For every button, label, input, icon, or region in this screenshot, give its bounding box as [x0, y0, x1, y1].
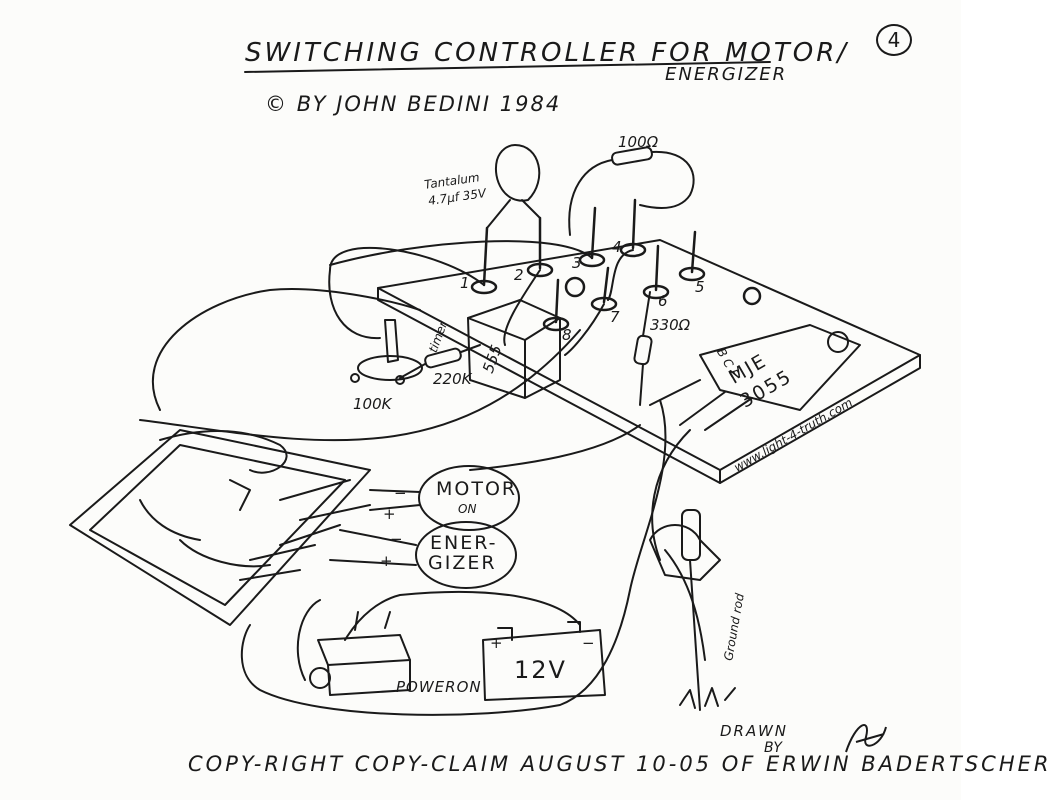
page-number: 4: [876, 24, 912, 56]
page-title-line2: ENERGIZER: [665, 64, 788, 85]
pin-label-4: 4: [612, 238, 622, 256]
label-330-ohm: 330Ω: [650, 316, 691, 334]
signature-mark: [845, 724, 887, 753]
resistor-330ohm: [633, 291, 653, 406]
circuit-board: [377, 239, 921, 484]
battery-label: 12V: [514, 656, 567, 684]
pin-label-1: 1: [460, 274, 470, 292]
pin-label-6: 6: [658, 292, 668, 310]
transistor-mje3055: [649, 324, 861, 431]
power-on-label: POWERON: [396, 678, 482, 696]
battery-12v: [482, 621, 606, 701]
power-switch: [309, 611, 411, 696]
battery-minus-sign: −: [582, 634, 595, 652]
label-220k: 220K: [433, 370, 472, 388]
motor-label: MOTOR: [436, 478, 518, 500]
energizer-label-2: GIZER: [428, 552, 497, 574]
timer-ic: [467, 299, 561, 399]
drawn-label: DRAWN: [720, 722, 789, 740]
drawn-by-label: BY: [764, 740, 782, 756]
ground-rod-clamp: [649, 509, 736, 711]
copyright-icon: ©: [265, 92, 288, 116]
motor-minus-sign: −: [394, 484, 407, 502]
motor-circle: [418, 465, 520, 531]
schematic-sheet: 4 SWITCHING CONTROLLER FOR MOTOR/ ENERGI…: [69, 24, 1049, 776]
page-title: SWITCHING CONTROLLER FOR MOTOR/: [245, 38, 850, 68]
motor-plus-sign: +: [383, 505, 396, 523]
pin-label-7: 7: [610, 308, 620, 326]
pin-label-2: 2: [514, 266, 524, 284]
energizer-plus-sign: +: [380, 552, 393, 570]
energizer-minus-sign: −: [390, 530, 403, 548]
label-pot-100k: 100K: [353, 395, 392, 413]
title-underline: [244, 61, 771, 73]
potentiometer-100k: [350, 319, 423, 385]
author-credit: BY JOHN BEDINI 1984: [296, 92, 562, 116]
pin-label-8: 8: [562, 326, 572, 344]
battery-plus-sign: +: [490, 634, 503, 652]
label-100-ohm: 100Ω: [618, 133, 659, 151]
energizer-circle: [415, 521, 517, 589]
tantalum-capacitor: [486, 144, 541, 229]
copyright-footer: COPY-RIGHT COPY-CLAIM AUGUST 10-05 OF ER…: [188, 752, 1051, 776]
pin-label-3: 3: [572, 254, 582, 272]
pin-label-5: 5: [695, 278, 705, 296]
wiring-drawing: [69, 61, 921, 716]
motor-on-label: ON: [458, 502, 477, 516]
relay-switch-assembly: [69, 429, 371, 626]
terminal-pins: [470, 198, 762, 332]
byline: © BY JOHN BEDINI 1984: [265, 92, 561, 116]
resistor-100ohm: [568, 146, 695, 236]
energizer-label-1: ENER-: [430, 532, 498, 554]
